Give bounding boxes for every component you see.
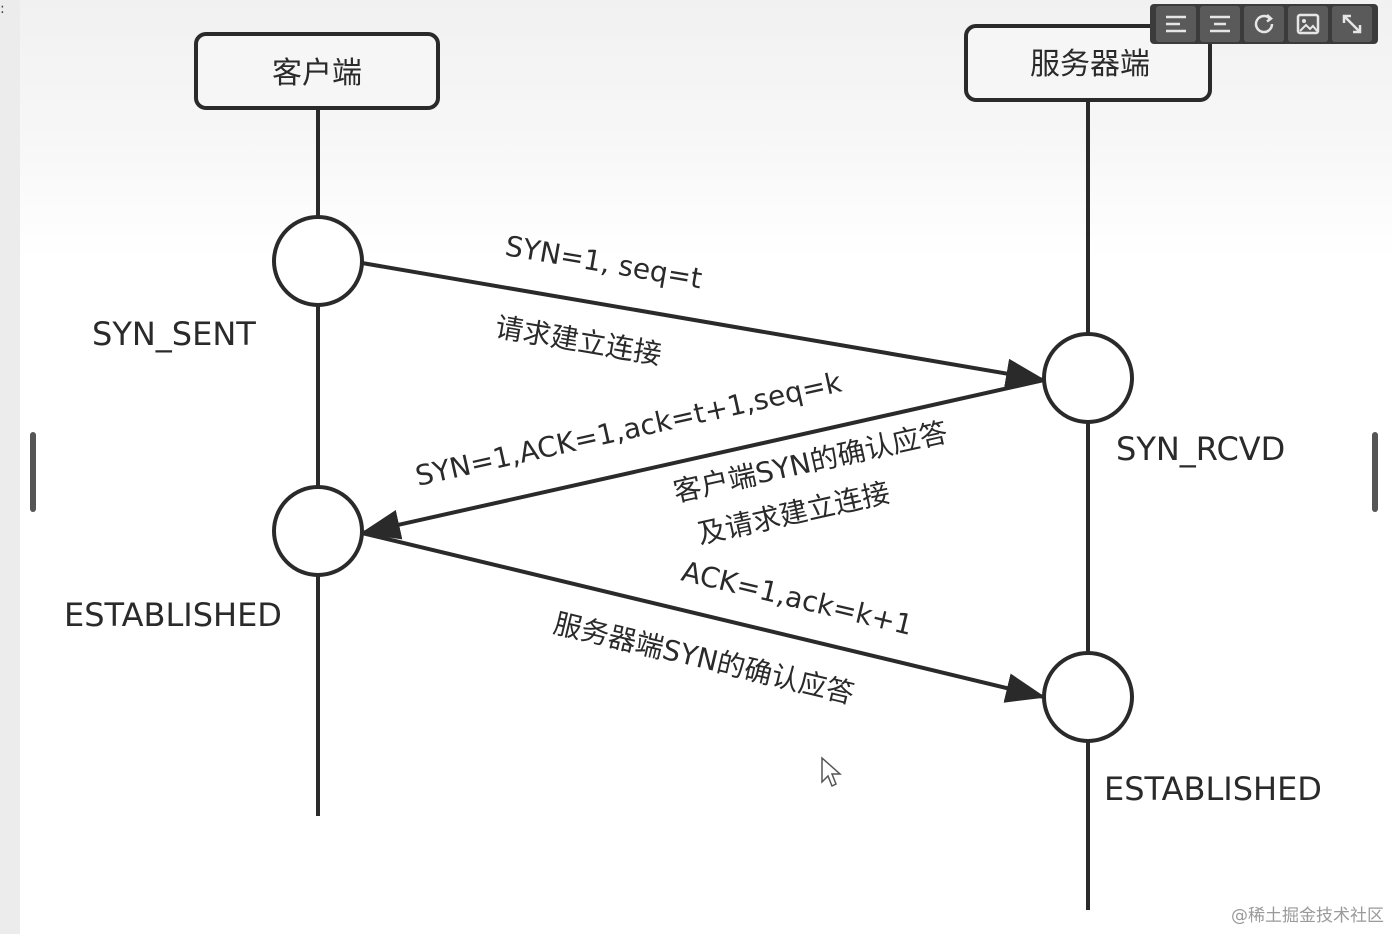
arrow-ack — [361, 531, 1046, 703]
watermark: @稀土掘金技术社区 — [1231, 906, 1384, 926]
arrow-syn-ack — [360, 378, 1045, 540]
server-established-node — [1042, 651, 1134, 743]
fullscreen-button[interactable] — [1332, 6, 1372, 42]
refresh-button[interactable] — [1244, 6, 1284, 42]
viewer-toolbar — [1150, 4, 1378, 44]
align-center-icon — [1210, 15, 1230, 33]
left-edge-strip: : — [0, 0, 20, 934]
server-state-established: ESTABLISHED — [1104, 770, 1322, 808]
align-left-icon — [1166, 15, 1186, 33]
image-button[interactable] — [1288, 6, 1328, 42]
right-resize-handle[interactable] — [1372, 432, 1378, 512]
fullscreen-icon — [1342, 14, 1362, 34]
server-title: 服务器端 — [1030, 47, 1150, 82]
server-participant-box: 服务器端 — [964, 24, 1212, 102]
client-title: 客户端 — [272, 56, 362, 91]
msg-syn-description: 请求建立连接 — [493, 310, 664, 371]
image-icon — [1296, 13, 1320, 35]
arrow-syn — [361, 261, 1046, 389]
mouse-pointer-icon — [821, 756, 842, 788]
msg-syn-label: SYN=1, seq=t — [503, 229, 705, 295]
align-center-button[interactable] — [1200, 6, 1240, 42]
server-state-syn-rcvd: SYN_RCVD — [1116, 430, 1285, 468]
align-left-button[interactable] — [1156, 6, 1196, 42]
client-state-established: ESTABLISHED — [64, 596, 282, 634]
left-resize-handle[interactable] — [30, 432, 36, 512]
server-syn-rcvd-node — [1042, 332, 1134, 424]
drag-dots-icon[interactable]: : — [0, 1, 5, 17]
msg-ack-description: 服务器端SYN的确认应答 — [550, 607, 857, 711]
client-state-syn-sent: SYN_SENT — [92, 315, 256, 353]
client-syn-sent-node — [272, 215, 364, 307]
refresh-icon — [1254, 14, 1274, 34]
client-established-node — [272, 485, 364, 577]
client-participant-box: 客户端 — [194, 32, 440, 110]
msg-ack-label: ACK=1,ack=k+1 — [678, 555, 916, 642]
